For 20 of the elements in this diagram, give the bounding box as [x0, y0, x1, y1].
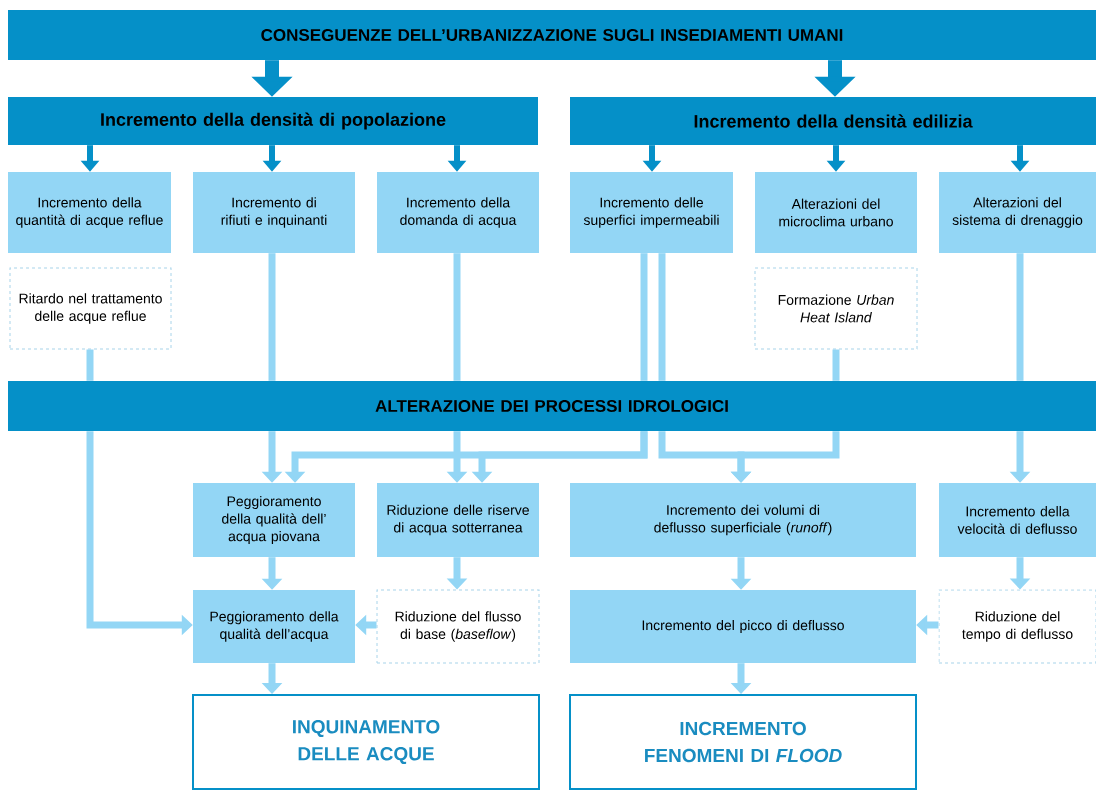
dashed-box: Riduzione del flusso di base (baseflow)	[376, 589, 540, 664]
header-band: ALTERAZIONE DEI PROCESSI IDROLOGICI	[8, 381, 1096, 431]
outcome-box: INQUINAMENTO DELLE ACQUE	[192, 694, 540, 790]
process-box: Incremento della velocità di deflusso	[939, 483, 1096, 557]
process-box: Incremento del picco di deflusso	[570, 590, 916, 663]
process-box: Alterazioni del microclima urbano	[755, 172, 917, 253]
process-box: Alterazioni del sistema di drenaggio	[939, 172, 1096, 253]
process-box: Incremento dei volumi di deflusso superficiale (runoff)	[570, 483, 916, 557]
process-box: Incremento della quantità di acque reflue	[8, 172, 171, 253]
header-band: CONSEGUENZE DELL’URBANIZZAZIONE SUGLI INSEDIAMENTI UMANI	[8, 10, 1096, 60]
process-box: Riduzione delle riserve di acqua sotterranea	[377, 483, 539, 557]
dashed-box: Ritardo nel trattamento delle acque reflue	[9, 267, 172, 350]
process-box: Incremento delle superfici impermeabili	[570, 172, 733, 253]
process-box: Peggioramento della qualità dell’acqua	[193, 590, 355, 663]
dashed-box: Formazione Urban Heat Island	[754, 267, 918, 350]
outcome-box: INCREMENTO FENOMENI DI FLOOD	[569, 694, 917, 790]
process-box: Peggioramento della qualità dell’ acqua piovana	[193, 483, 355, 557]
dashed-box: Riduzione del tempo di deflusso	[938, 589, 1096, 664]
process-box: Incremento di rifiuti e inquinanti	[193, 172, 355, 253]
process-box: Incremento della domanda di acqua	[377, 172, 539, 253]
